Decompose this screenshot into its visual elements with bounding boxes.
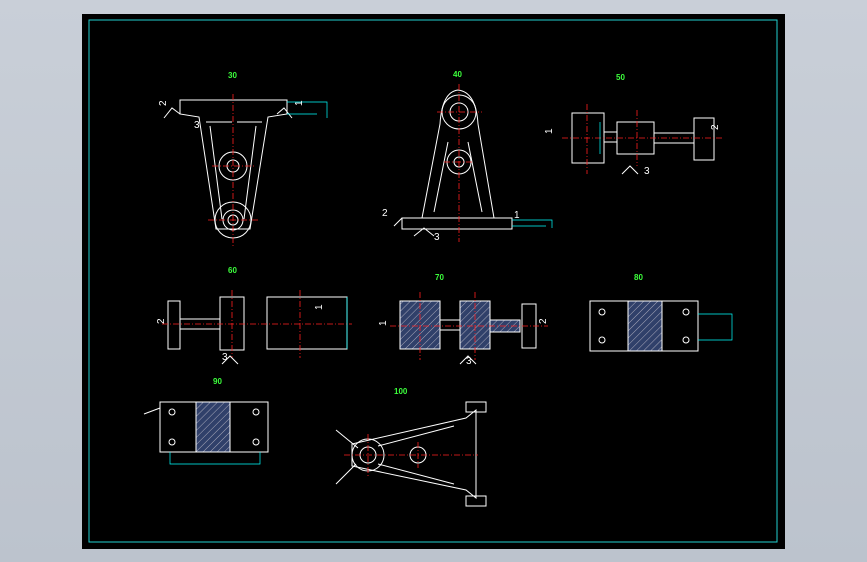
- centerlines-70: [390, 292, 548, 360]
- drawing-sheet: 30 2 3 1 40: [82, 14, 785, 549]
- callout-3: 3: [644, 166, 650, 177]
- view-label-50: 50: [616, 73, 625, 82]
- leaders-100: [335, 429, 359, 485]
- centerlines-40: [437, 84, 482, 242]
- hole: [168, 408, 176, 416]
- callout-2: 2: [156, 318, 167, 324]
- dimension-30: [287, 101, 328, 118]
- leader-90: [143, 407, 161, 415]
- callout-1: 1: [544, 128, 555, 134]
- view-label-90: 90: [213, 377, 222, 386]
- view-60: 60 2 3 1: [156, 266, 352, 365]
- view-label-40: 40: [453, 70, 462, 79]
- datum-symbols-30: [163, 107, 293, 119]
- hub-body: [219, 296, 245, 351]
- arm-outline: [351, 408, 477, 500]
- datum-symbols-60: [221, 355, 239, 365]
- centerlines-60: [162, 290, 352, 358]
- view-label-100: 100: [394, 387, 408, 396]
- callout-3: 3: [222, 352, 228, 363]
- hole: [682, 308, 690, 316]
- view-label-80: 80: [634, 273, 643, 282]
- dimension-90: [169, 452, 261, 465]
- mount-tab-bottom: [465, 495, 487, 507]
- callout-3: 3: [194, 120, 200, 131]
- bracket-web: [206, 121, 262, 220]
- drawing-frame: [88, 19, 778, 543]
- callout-3: 3: [466, 356, 472, 367]
- view-label-70: 70: [435, 273, 444, 282]
- centerlines-100: [344, 434, 478, 476]
- hole: [168, 438, 176, 446]
- upright-web: [433, 141, 483, 213]
- callout-2: 2: [382, 208, 388, 219]
- datum-symbols-40: [393, 217, 435, 237]
- datum-symbols-70: [459, 355, 477, 365]
- upright-outline: [421, 89, 495, 219]
- connector: [439, 319, 461, 331]
- view-90: 90: [143, 377, 269, 465]
- bracket-outline: [179, 99, 288, 230]
- callout-2: 2: [158, 100, 169, 106]
- hole: [598, 308, 606, 316]
- view-label-60: 60: [228, 266, 237, 275]
- block-right: [266, 296, 348, 350]
- centerlines-30: [208, 94, 258, 246]
- block-right: [693, 117, 715, 161]
- view-40: 40 2 3 1: [382, 70, 553, 243]
- hole: [252, 408, 260, 416]
- view-50: 50 1 3 2: [544, 73, 722, 177]
- datum-symbols-50: [621, 165, 639, 175]
- callout-1: 1: [294, 100, 305, 106]
- hatched-core-90: [195, 401, 231, 453]
- view-80: 80: [589, 273, 733, 352]
- hole: [252, 438, 260, 446]
- callout-1: 1: [378, 320, 389, 326]
- view-100: 100: [335, 387, 487, 507]
- callout-3: 3: [434, 232, 440, 243]
- hole: [682, 336, 690, 344]
- flange-left: [167, 300, 181, 350]
- view-label-30: 30: [228, 71, 237, 80]
- hub-body: [604, 121, 655, 155]
- mount-tab-top: [465, 401, 487, 413]
- callout-2: 2: [538, 318, 549, 324]
- dimension-40: [512, 219, 553, 228]
- arm-web: [377, 425, 455, 485]
- callout-1: 1: [514, 210, 520, 221]
- callout-2: 2: [710, 124, 721, 130]
- centerlines-50: [562, 104, 722, 174]
- hatched-core-80: [627, 300, 663, 352]
- base-plate: [401, 217, 513, 230]
- hole: [598, 336, 606, 344]
- view-70: 70 1 3 2: [378, 273, 549, 367]
- dimension-80: [698, 313, 733, 341]
- drawing-canvas: 30 2 3 1 40: [88, 19, 778, 543]
- callout-1: 1: [314, 304, 325, 310]
- view-30: 30 2 3 1: [158, 71, 328, 246]
